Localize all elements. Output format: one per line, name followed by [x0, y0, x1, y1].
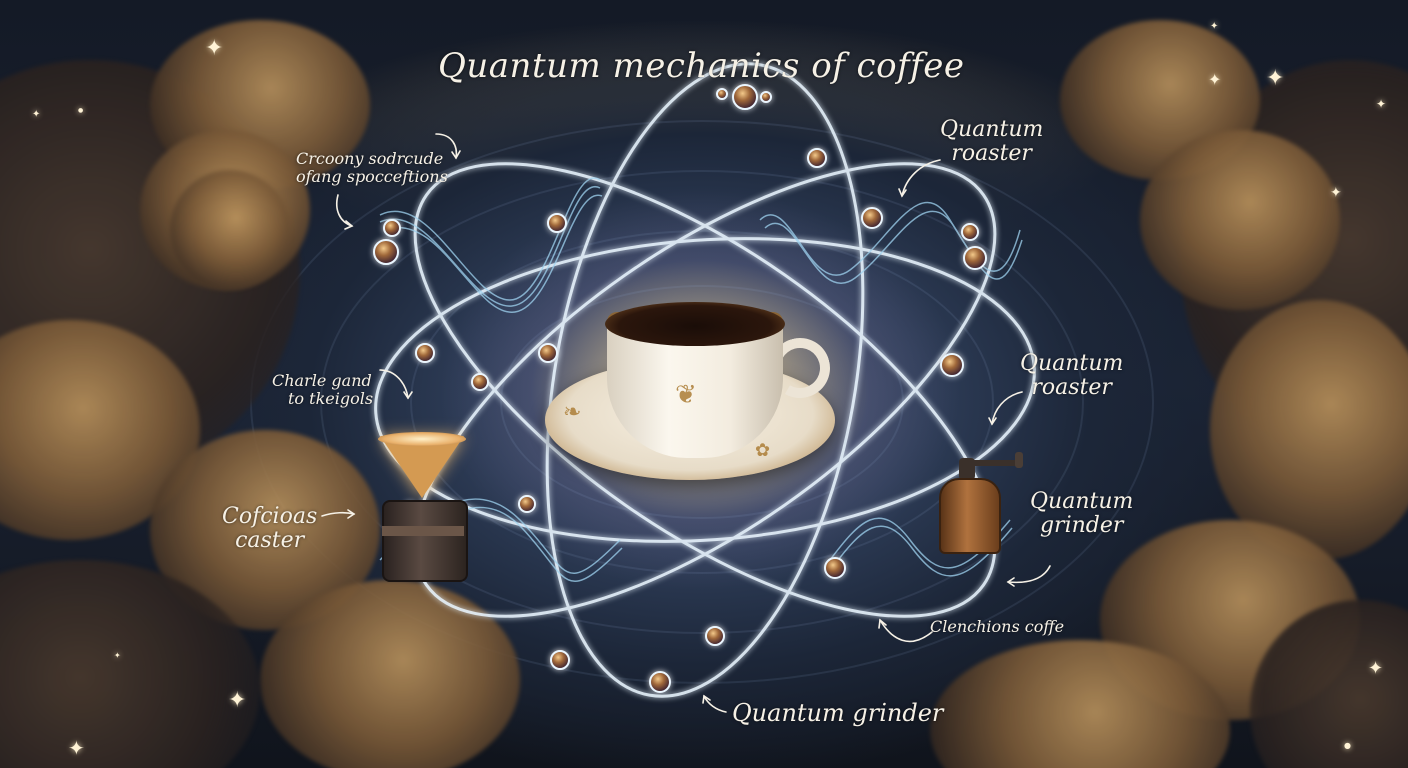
- roaster-band: [382, 526, 464, 536]
- label-quantum-grinder-bottom: Quantum grinder: [732, 699, 944, 727]
- star-icon: ✦: [32, 109, 41, 120]
- particle: [471, 373, 489, 391]
- gold-ornament-icon: ❧: [563, 400, 582, 425]
- grinder-crank-arm: [969, 460, 1021, 466]
- grinder-body: [939, 478, 1001, 554]
- glowing-funnel: [380, 436, 464, 498]
- grinder-knob: [959, 458, 975, 480]
- star-icon: ✦: [205, 36, 224, 61]
- cloud: [1210, 300, 1408, 560]
- particle: [861, 207, 883, 229]
- arrow-icon: [435, 133, 458, 159]
- gold-ornament-icon: ✿: [755, 440, 771, 461]
- particle: [732, 84, 758, 110]
- label-bottom-right-note: Clenchions coffe: [930, 617, 1065, 636]
- particle: [824, 557, 846, 579]
- particle: [538, 343, 558, 363]
- arrow-icon: [1007, 565, 1051, 584]
- coffee-cup-illustration: ❦ ❧ ✿: [545, 290, 845, 490]
- vortex-ring: [320, 170, 1084, 634]
- particle: [550, 650, 570, 670]
- arrow-icon: [703, 695, 727, 713]
- orbit-tilted-right: [413, 162, 997, 618]
- diagram-title: Quantum mechanics of coffee: [438, 46, 965, 86]
- wave-upper-right: [759, 202, 1021, 276]
- star-icon: ●: [78, 107, 84, 114]
- label-cofcioas-caster: Cofcioas caster: [222, 504, 318, 554]
- star-icon: ✦: [1210, 21, 1219, 32]
- arrow-icon: [379, 369, 409, 399]
- star-icon: ✦: [1266, 66, 1285, 91]
- coffee-surface: [605, 302, 785, 346]
- vortex-ring: [410, 230, 994, 574]
- cloud: [170, 170, 290, 290]
- particle: [415, 343, 435, 363]
- label-top-left-note: Crcoony sodrcude ofang spocceftions: [296, 149, 448, 186]
- particle: [547, 213, 567, 233]
- particle: [518, 495, 536, 513]
- particle: [760, 91, 772, 103]
- star-icon: ✦: [1368, 658, 1384, 679]
- funnel-roaster-illustration: [372, 430, 482, 582]
- particle: [961, 223, 979, 241]
- particle: [383, 219, 401, 237]
- star-icon: ✦: [114, 651, 121, 660]
- arrow-icon: [879, 619, 933, 643]
- wave-lower-right: [829, 517, 1011, 569]
- orbit-horizontal: [374, 237, 1036, 543]
- grinder-crank-handle: [1015, 452, 1023, 468]
- coffee-grinder-illustration: [935, 448, 1025, 558]
- particle: [705, 626, 725, 646]
- star-icon: ✦: [68, 736, 85, 760]
- star-icon: ✦: [1330, 185, 1342, 201]
- cloud: [260, 580, 520, 768]
- label-mid-left-note: Charle gand to tkeigols: [272, 371, 374, 408]
- particle: [807, 148, 827, 168]
- arrow-icon: [336, 194, 353, 227]
- orbit-tilted-left: [413, 162, 997, 618]
- particle: [963, 246, 987, 270]
- roaster-base: [382, 500, 468, 582]
- particle: [940, 353, 964, 377]
- cloud: [1140, 130, 1340, 310]
- star-icon: ✦: [228, 688, 247, 713]
- wave-upper-left: [379, 177, 601, 301]
- star-icon: ●: [1344, 741, 1351, 750]
- label-quantum-roaster-mid: Quantum roaster: [1020, 351, 1124, 401]
- particle: [373, 239, 399, 265]
- star-icon: ✦: [1208, 70, 1222, 89]
- arrow-icon: [321, 511, 355, 517]
- particle: [649, 671, 671, 693]
- funnel-rim: [378, 432, 466, 446]
- arrow-icon: [991, 391, 1023, 425]
- particle: [716, 88, 728, 100]
- arrow-icon: [901, 159, 941, 197]
- label-quantum-grinder-right: Quantum grinder: [1030, 489, 1134, 539]
- star-icon: ✦: [1376, 97, 1387, 111]
- label-quantum-roaster-top: Quantum roaster: [940, 117, 1044, 167]
- gold-ornament-icon: ❦: [675, 380, 697, 410]
